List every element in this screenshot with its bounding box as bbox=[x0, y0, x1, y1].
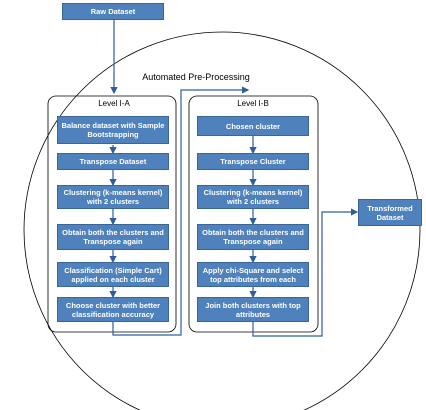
diagram-title: Automated Pre-Processing bbox=[142, 72, 250, 82]
raw-dataset-node: Raw Dataset bbox=[62, 3, 164, 20]
level-b-step-6: Join both clusters with top attributes bbox=[197, 297, 309, 322]
level-b-to-transformed-connector bbox=[252, 208, 359, 337]
level-b-step-5: Apply chi-Square and select top attribut… bbox=[197, 262, 309, 287]
level-a-step-3: Clustering (k-means kernel) with 2 clust… bbox=[57, 185, 169, 209]
level-a-title: Level I-A bbox=[98, 99, 130, 108]
level-b-step-1: Chosen cluster bbox=[197, 116, 309, 136]
level-a-step-2: Transpose Dataset bbox=[57, 153, 169, 170]
level-a-step-6: Choose cluster with better classificatio… bbox=[57, 297, 169, 322]
level-a-step-4: Obtain both the clusters and Transpose a… bbox=[57, 224, 169, 250]
level-b-step-4: Obtain both the clusters and Transpose a… bbox=[197, 224, 309, 250]
preprocessing-circle bbox=[23, 31, 421, 410]
transformed-dataset-node: Transformed Dataset bbox=[358, 199, 422, 226]
level-b-title: Level I-B bbox=[237, 99, 269, 108]
level-a-frame bbox=[47, 95, 177, 333]
level-a-to-level-b-connector bbox=[112, 86, 250, 336]
level-a-step-1: Balance dataset with Sample Bootstrappin… bbox=[57, 116, 169, 144]
level-b-step-3: Clustering (k-means kernel) with 2 clust… bbox=[197, 185, 309, 209]
level-b-step-2: Transpose Cluster bbox=[197, 153, 309, 170]
level-a-step-5: Classification (Simple Cart) applied on … bbox=[57, 262, 169, 287]
